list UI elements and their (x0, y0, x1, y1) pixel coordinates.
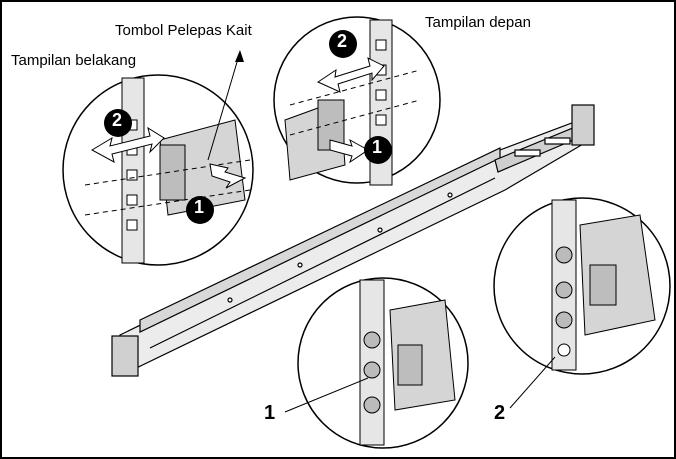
main-rail (111, 104, 595, 377)
c1-post-stud (363, 396, 381, 414)
front-double-arrow (316, 57, 385, 93)
rail-slot (514, 149, 541, 157)
callout-2-leader (509, 356, 556, 409)
front-view-inset (273, 16, 441, 186)
rear-push-arrow (209, 163, 247, 189)
release-button-leader-arrowhead (235, 50, 244, 62)
c2-post-stud (555, 246, 573, 264)
rail-rear-bracket (111, 335, 139, 377)
rear-post-hole (126, 194, 138, 206)
front-step1-badge (364, 136, 392, 164)
callout-1-inset (297, 277, 469, 449)
front-step2-badge (329, 30, 357, 58)
rail-hole (227, 297, 233, 303)
rear-step2-badge (104, 109, 132, 137)
c2-post-stud (555, 311, 573, 329)
release-button-leader (207, 51, 241, 161)
release-button-label: Tombol Pelepas Kait (115, 22, 252, 39)
rail-front-bracket (571, 104, 595, 146)
c2-post-stud (555, 281, 573, 299)
callout-1-number: 1 (264, 402, 276, 424)
c1-post-stud (363, 361, 381, 379)
c2-latch (589, 264, 617, 306)
front-post-hole (375, 39, 387, 51)
rail-hole (297, 262, 303, 268)
front-step2-number: 2 (337, 31, 348, 51)
rear-double-arrow (90, 126, 165, 163)
c2-post-hole (557, 343, 571, 357)
rail-groove (149, 177, 496, 349)
front-view-label: Tampilan depan (425, 14, 531, 31)
rear-view-label: Tampilan belakang (11, 52, 137, 69)
c1-post-stud (363, 331, 381, 349)
rear-step1-number: 1 (194, 197, 205, 217)
rail-hole (377, 227, 383, 233)
c1-rack-post (359, 279, 385, 446)
c1-latch (397, 344, 423, 386)
rear-step1-badge (186, 196, 214, 224)
callout-2-number: 2 (494, 402, 506, 424)
rail-slot (544, 137, 571, 145)
rear-post-hole (126, 169, 138, 181)
rail-hole (447, 192, 453, 198)
rear-step2-number: 2 (112, 110, 123, 130)
callout-2-inset (493, 197, 671, 375)
rear-latch (159, 144, 186, 201)
front-post-hole (375, 89, 387, 101)
callout-1-leader (284, 377, 369, 413)
front-post-hole (375, 114, 387, 126)
rear-post-hole (126, 219, 138, 231)
front-step1-number: 1 (372, 137, 383, 157)
front-push-arrow (329, 138, 369, 164)
